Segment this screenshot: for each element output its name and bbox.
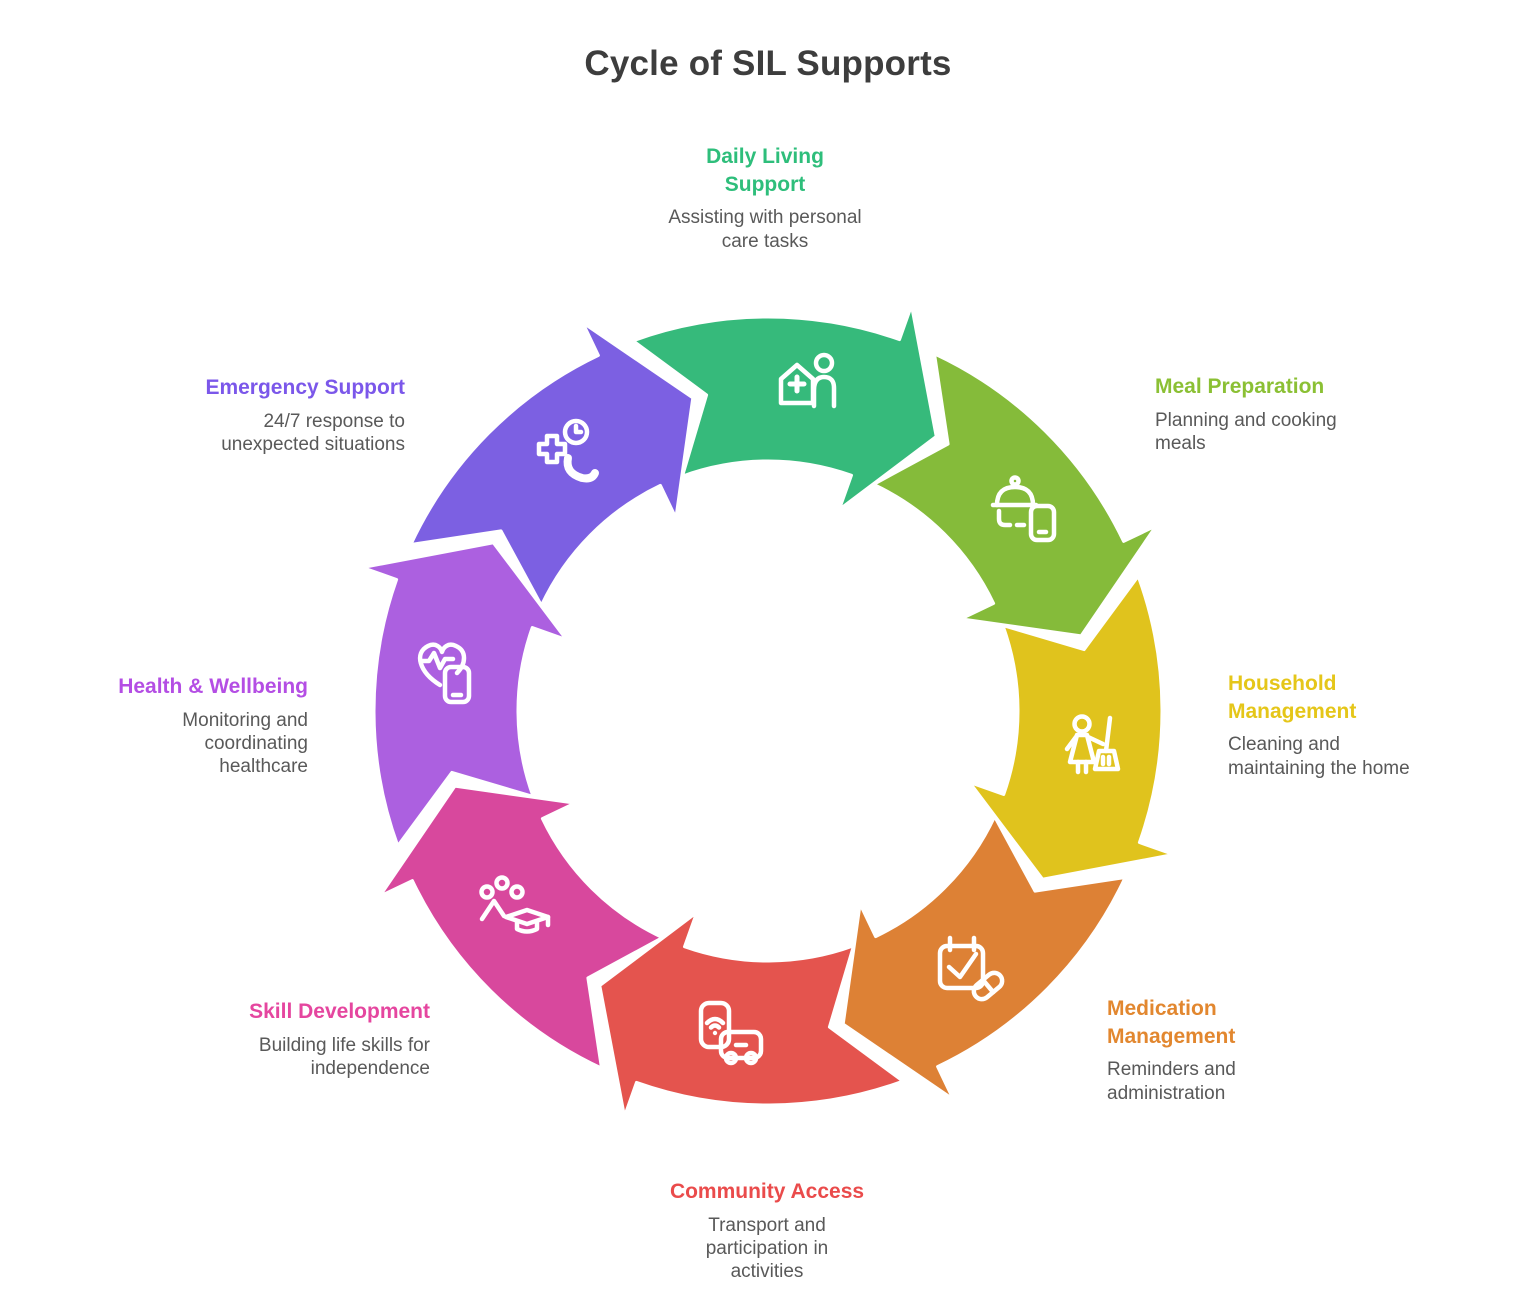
segment-title: Household Management [1228,672,1357,723]
house-cross-person-icon [778,352,837,409]
segment-arrow-skill-development [378,784,664,1070]
segment-description: 24/7 response to unexpected situations [221,410,405,455]
segment-description: Assisting with personal care tasks [668,207,862,252]
calendar-check-pill-icon [937,935,1005,1002]
segment-label-block-emergency-support: Emergency Support 24/7 response to unexp… [145,374,405,456]
segment-description: Planning and cooking meals [1155,409,1337,454]
segment-title: Health & Wellbeing [118,675,308,698]
people-graduation-icon [479,875,551,934]
segment-label-block-meal-preparation: Meal Preparation Planning and cooking me… [1155,373,1445,455]
segment-description: Transport and participation in activitie… [705,1214,829,1283]
segment-label-block-skill-development: Skill Development Building life skills f… [168,998,430,1080]
cloche-phone-icon [990,475,1057,543]
cross-clock-handset-icon [536,418,599,483]
segment-label-block-household-management: Household Management Cleaning and mainta… [1228,670,1498,780]
segment-label-block-medication-management: Medication Management Reminders and admi… [1107,995,1377,1105]
segment-arrow-meal-preparation [872,352,1158,638]
cycle-icons [417,352,1121,1066]
segment-title: Skill Development [249,1000,430,1023]
segment-title: Medication Management [1107,997,1236,1048]
segment-label-block-community-access: Community Access Transport and participa… [617,1178,917,1283]
segment-description: Reminders and administration [1107,1059,1236,1104]
segment-description: Cleaning and maintaining the home [1228,734,1410,779]
segment-title: Emergency Support [205,376,405,399]
heart-pulse-phone-icon [417,642,472,705]
segment-description: Building life skills for independence [258,1034,430,1079]
cleaner-broom-icon [1064,714,1121,775]
segment-arrow-community-access [598,911,905,1118]
segment-label-block-daily-living-support: Daily Living Support Assisting with pers… [615,143,915,253]
segment-title: Meal Preparation [1155,375,1325,398]
page-title: Cycle of SIL Supports [584,44,952,83]
segment-description: Monitoring and coordinating healthcare [182,709,308,778]
cycle-arrows [361,304,1175,1118]
segment-title: Daily Living Support [706,145,824,196]
segment-label-block-health-wellbeing: Health & Wellbeing Monitoring and coordi… [68,673,308,778]
segment-arrow-health-wellbeing [361,541,568,848]
segment-arrow-household-management [968,574,1175,881]
segment-title: Community Access [669,1180,865,1203]
phone-bus-icon [698,1000,764,1066]
segment-arrow-daily-living-support [631,304,938,511]
